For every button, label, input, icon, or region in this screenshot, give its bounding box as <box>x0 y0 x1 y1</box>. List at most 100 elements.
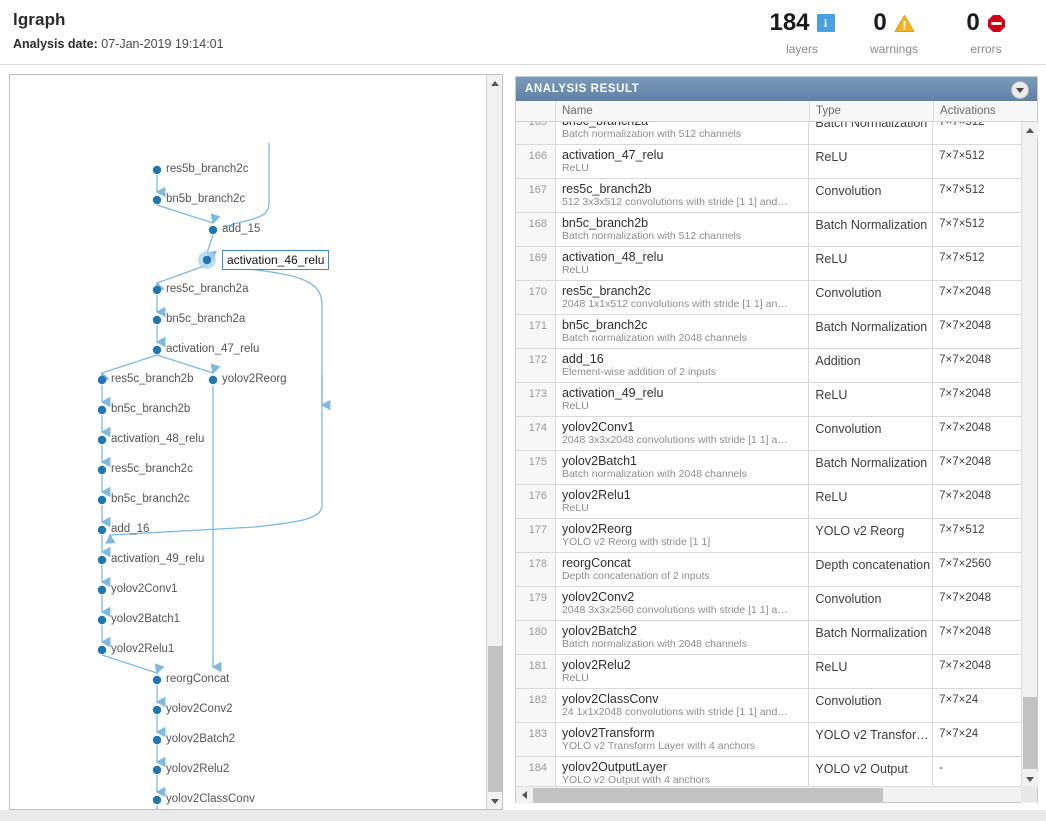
graph-node-label[interactable]: bn5c_branch2a <box>166 313 246 325</box>
row-layer-name: yolov2Transform <box>561 726 655 740</box>
column-header-index[interactable] <box>516 101 556 121</box>
graph-scroll-up-button[interactable] <box>487 75 502 91</box>
graph-node-label[interactable]: yolov2Relu2 <box>166 763 230 775</box>
graph-node[interactable] <box>152 705 162 715</box>
table-vertical-scrollbar[interactable] <box>1021 122 1038 787</box>
row-activations: 7×7×2048 <box>939 354 991 366</box>
graph-node-label[interactable]: activation_48_relu <box>111 433 205 445</box>
graph-node[interactable] <box>97 555 107 565</box>
row-index: 172 <box>516 349 556 382</box>
graph-node-label[interactable]: bn5c_branch2c <box>111 493 190 505</box>
graph-node-label[interactable]: yolov2ClassConv <box>166 793 255 805</box>
graph-node[interactable] <box>152 165 162 175</box>
graph-node[interactable] <box>97 525 107 535</box>
graph-node[interactable] <box>97 495 107 505</box>
graph-node[interactable] <box>97 615 107 625</box>
graph-node-label[interactable]: yolov2Conv2 <box>166 703 233 715</box>
row-layer-desc: Element-wise addition of 2 inputs <box>561 366 717 378</box>
graph-node-label[interactable]: res5b_branch2c <box>166 163 249 175</box>
column-header-type[interactable]: Type <box>810 101 934 121</box>
row-type: Depth concatenation <box>809 553 934 586</box>
table-scroll-left-button[interactable] <box>516 787 532 803</box>
graph-node-label[interactable]: yolov2Relu1 <box>111 643 175 655</box>
row-layer-desc: 2048 3x3x2560 convolutions with stride [… <box>561 604 788 616</box>
graph-node-label[interactable]: activation_46_relu <box>222 250 330 270</box>
graph-scroll-down-button[interactable] <box>487 793 502 809</box>
graph-node[interactable] <box>152 795 162 805</box>
table-horizontal-scrollbar[interactable] <box>516 786 1037 803</box>
graph-node-label[interactable]: activation_49_relu <box>111 553 205 565</box>
graph-node-label[interactable]: res5c_branch2b <box>111 373 194 385</box>
graph-node[interactable] <box>208 375 218 385</box>
graph-node[interactable] <box>97 435 107 445</box>
graph-node-label[interactable]: yolov2Reorg <box>222 373 287 385</box>
table-scroll-up-button[interactable] <box>1022 122 1038 138</box>
graph-node-label[interactable]: yolov2Batch2 <box>166 733 236 745</box>
graph-node[interactable] <box>97 585 107 595</box>
graph-node-label[interactable]: res5c_branch2a <box>166 283 249 295</box>
graph-node[interactable] <box>152 735 162 745</box>
info-icon[interactable]: i <box>816 14 835 32</box>
graph-node-label[interactable]: bn5b_branch2c <box>166 193 246 205</box>
graph-node[interactable] <box>152 195 162 205</box>
graph-node[interactable] <box>97 375 107 385</box>
table-scroll-thumb[interactable] <box>1023 697 1037 769</box>
graph-node[interactable] <box>97 405 107 415</box>
row-activations: 7×7×2048 <box>939 626 991 638</box>
graph-node[interactable] <box>152 675 162 685</box>
graph-node-label[interactable]: add_16 <box>111 523 150 535</box>
table-row[interactable]: 165bn5c_branch2aBatch normalization with… <box>516 122 1021 145</box>
graph-node-label[interactable]: res5c_branch2c <box>111 463 193 475</box>
graph-node-label[interactable]: yolov2Batch1 <box>111 613 181 625</box>
graph-node-label[interactable]: bn5c_branch2b <box>111 403 191 415</box>
graph-node-label[interactable]: yolov2Conv1 <box>111 583 178 595</box>
graph-node[interactable] <box>152 315 162 325</box>
row-layer-name: yolov2Relu1 <box>561 488 631 502</box>
collapse-panel-button[interactable] <box>1011 81 1029 99</box>
graph-scroll-thumb[interactable] <box>488 646 502 792</box>
graph-node-label[interactable]: reorgConcat <box>166 673 230 685</box>
graph-node[interactable] <box>152 765 162 775</box>
error-icon[interactable] <box>987 14 1006 33</box>
column-header-name[interactable]: Name <box>556 101 810 121</box>
graph-node[interactable] <box>152 345 162 355</box>
row-layer-name: yolov2Batch2 <box>561 624 637 638</box>
graph-node[interactable] <box>202 255 212 265</box>
column-header-activations[interactable]: Activations <box>940 105 996 117</box>
graph-node[interactable] <box>208 225 218 235</box>
row-type: YOLO v2 Output <box>809 757 934 787</box>
graph-node-label[interactable]: activation_47_relu <box>166 343 260 355</box>
graph-node[interactable] <box>97 645 107 655</box>
graph-node-label[interactable]: add_15 <box>222 223 261 235</box>
graph-vertical-scrollbar[interactable] <box>486 75 502 809</box>
graph-node[interactable] <box>97 465 107 475</box>
table-scroll-down-button[interactable] <box>1022 771 1038 787</box>
table-hscroll-thumb[interactable] <box>533 788 883 802</box>
graph-node[interactable] <box>152 285 162 295</box>
warning-icon[interactable] <box>894 14 915 33</box>
